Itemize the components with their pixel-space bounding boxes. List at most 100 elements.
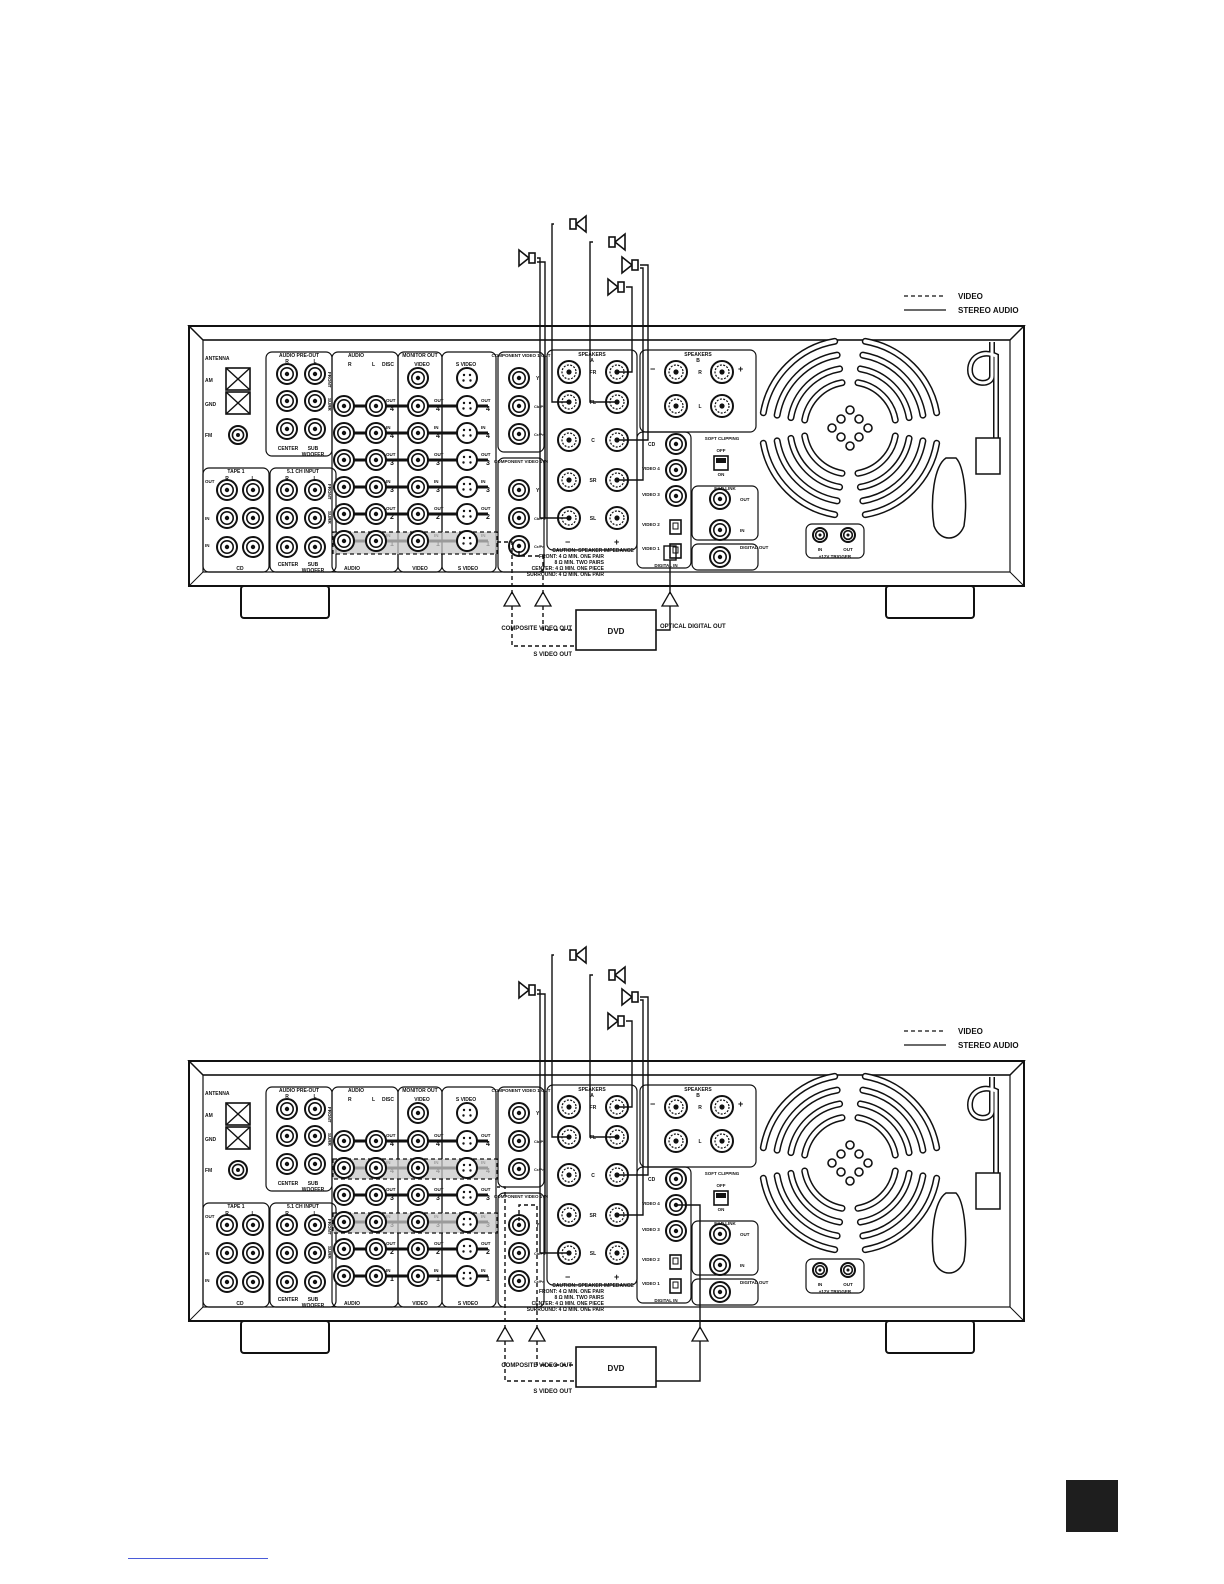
fan-hub-hole: [854, 1149, 864, 1159]
fan-hub-hole: [836, 1167, 846, 1177]
s-video-pin: [462, 515, 465, 518]
video-label: VIDEO: [412, 1301, 428, 1307]
chassis-bottom-bevel: [187, 1306, 1026, 1322]
row-number-label: 3: [390, 487, 394, 494]
speaker-icon: [608, 232, 626, 252]
speakers-a-label: SPEAKERS: [578, 1087, 606, 1093]
s-video-pin: [469, 434, 472, 437]
speaker-channel-label: FR: [590, 370, 597, 376]
footer-link-underline[interactable]: [128, 1558, 268, 1559]
rca-jack-pin: [673, 1176, 679, 1182]
row-number-label: 2: [436, 1249, 440, 1256]
fan-grille-slot-inner: [855, 380, 898, 423]
row-tag-label: OUT: [434, 1187, 444, 1192]
binding-post-knurl: [668, 364, 684, 380]
s-video-pin: [468, 1163, 472, 1167]
row-tag-label: OUT: [434, 452, 444, 457]
connection-arrow-icon: [533, 590, 553, 607]
speaker-magnet: [617, 1015, 625, 1027]
fan-grille-slot-inner: [788, 436, 842, 490]
12v-trigger-section: [805, 523, 865, 559]
sub-label: SUB: [308, 1297, 319, 1303]
binding-post-knurl: [668, 1133, 684, 1149]
binding-post-knurl: [668, 398, 684, 414]
antenna-terminal-cross: [225, 1102, 251, 1126]
chassis-bottom-bevel: [187, 571, 1026, 587]
r-label: R: [285, 359, 289, 365]
speaker-wire-line: [617, 999, 644, 1216]
nad-link-section: [691, 485, 759, 541]
minus-label: −: [650, 364, 655, 374]
row-number-label: 3: [486, 487, 490, 494]
s-video-jack-icon: [456, 503, 478, 525]
out-label: OUT: [740, 1232, 750, 1237]
component-video-out-section: [497, 351, 545, 453]
speaker-magnet: [569, 949, 577, 961]
tape-in-label: IN: [205, 1251, 210, 1256]
rca-jack-pin: [341, 1138, 347, 1144]
rca-jack-pin: [312, 487, 318, 493]
rca-jack-pin: [236, 433, 240, 437]
row-tag-label: IN: [386, 479, 391, 484]
binding-post-center: [673, 1104, 679, 1110]
binding-post-center: [566, 477, 572, 483]
row-tag-label: OUT: [386, 452, 396, 457]
fan-hub-hole: [863, 1158, 873, 1168]
tape-out-label: OUT: [205, 479, 215, 484]
antenna-terminal-cross: [225, 367, 251, 391]
s-video-pin: [468, 482, 472, 486]
rca-jack-pin: [224, 1222, 230, 1228]
rca-jack-pin: [373, 511, 379, 517]
row-tag-label: OUT: [481, 506, 491, 511]
cd-in-label: IN: [205, 1278, 210, 1283]
s-video-pin: [469, 1223, 472, 1226]
plus-label: +: [738, 364, 743, 374]
rca-jack-pin: [250, 544, 256, 550]
row-tag-label: IN: [481, 425, 486, 430]
rca-jack-pin: [373, 403, 379, 409]
fan-grille-slot-inner: [761, 441, 837, 517]
s-video-pin: [462, 536, 466, 540]
surr-label: SURR: [327, 1133, 332, 1147]
s-video-pin: [462, 1136, 466, 1140]
fan-hub-hole: [845, 405, 855, 415]
cd-label: CD: [648, 1177, 656, 1183]
speaker-channel-label: C: [591, 1173, 595, 1179]
fan-grille-slot-inner: [788, 1101, 842, 1155]
rca-jack-pin: [284, 487, 290, 493]
row-tag-label: IN: [386, 1268, 391, 1273]
speaker-wire-line: [551, 954, 569, 1138]
row-tag-label: OUT: [481, 1133, 491, 1138]
rca-jack-pin: [415, 375, 421, 381]
tape-out-label: OUT: [205, 1214, 215, 1219]
out-label: OUT: [740, 497, 750, 502]
l-label: L: [698, 404, 701, 410]
s-video-pin: [468, 401, 472, 405]
s-video-pin: [462, 1108, 466, 1112]
rca-jack-pin: [250, 487, 256, 493]
s-video-pin: [462, 1169, 465, 1172]
fan-grille-slot-inner: [802, 380, 845, 423]
in-label: IN: [740, 1263, 745, 1268]
rca-jack-pin: [224, 1250, 230, 1256]
rca-jack-pin: [284, 515, 290, 521]
left-foot: [240, 585, 330, 619]
binding-post-center: [673, 369, 679, 375]
speaker-wire-line: [589, 974, 617, 1138]
fm-label: FM: [205, 1168, 212, 1174]
video-cable-line: [497, 541, 513, 594]
s-video-pin: [462, 428, 466, 432]
row-tag-label: OUT: [386, 1187, 396, 1192]
y-label: Y: [536, 488, 540, 494]
row-number-label: 3: [486, 460, 490, 467]
rca-jack-pin: [312, 1133, 318, 1139]
rca-jack-pin: [284, 371, 290, 377]
fan-hub-hole: [845, 441, 855, 451]
binding-post-center: [673, 1138, 679, 1144]
dvd-label: DVD: [608, 627, 625, 636]
s-video-out-label: S VIDEO OUT: [533, 652, 572, 658]
rca-jack-pin: [415, 1273, 421, 1279]
rca-jack-pin: [341, 1246, 347, 1252]
woofer-label: WOOFER: [302, 1303, 325, 1309]
